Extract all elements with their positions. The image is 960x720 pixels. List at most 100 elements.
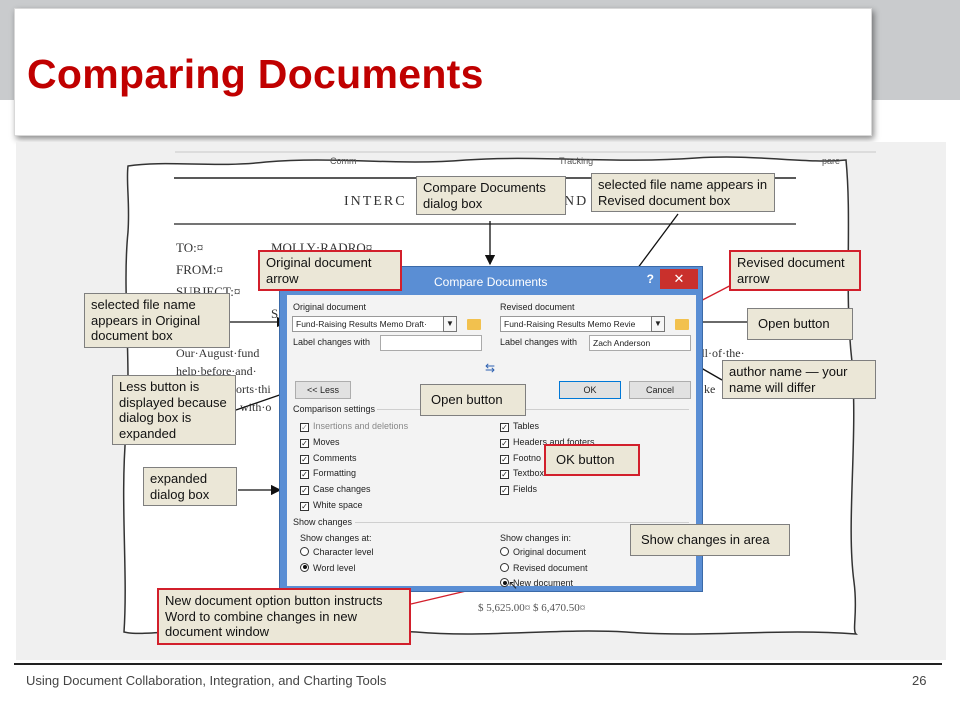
checkbox-icon[interactable]: ✓	[300, 470, 309, 480]
left-check-4[interactable]: ✓ Case changes	[300, 484, 371, 496]
compare-documents-dialog: Compare Documents ? ✕ Original document …	[279, 266, 703, 592]
left-check-0[interactable]: ✓ Insertions and deletions	[300, 421, 408, 432]
original-label-changes-field[interactable]	[380, 335, 482, 351]
doc-body-line-2: help·before·and·	[176, 364, 257, 378]
doc-body-line-3: ports·thi	[230, 382, 271, 396]
callout-compare-dialog: Compare Documents dialog box	[416, 176, 566, 216]
checkbox-icon[interactable]: ✓	[500, 454, 509, 464]
callout-original-arrow: Original document arrow	[258, 250, 402, 292]
help-icon[interactable]: ?	[646, 272, 654, 286]
right-check-3[interactable]: ✓ Textbox	[500, 468, 545, 480]
checkbox-icon[interactable]: ✓	[300, 454, 309, 464]
checkbox-icon[interactable]: ✓	[500, 470, 509, 480]
title-box: Comparing Documents	[14, 8, 872, 136]
left-check-1[interactable]: ✓ Moves	[300, 437, 340, 448]
checkbox-icon[interactable]: ✓	[500, 486, 509, 496]
checkbox-icon[interactable]: ✓	[300, 423, 309, 432]
check-label: Moves	[313, 436, 340, 447]
check-label: Footno	[513, 452, 542, 463]
callout-selected-revised: selected file name appears in Revised do…	[591, 173, 775, 213]
right-check-4[interactable]: ✓ Fields	[500, 484, 538, 496]
doc-body-line-1: Our·August·fund	[176, 346, 260, 360]
radio-icon[interactable]	[300, 562, 309, 572]
radio-icon[interactable]	[500, 562, 509, 572]
doc-to-label: TO:¤	[176, 240, 204, 255]
radio-icon[interactable]	[300, 547, 309, 556]
radio-label: Original document	[513, 547, 587, 557]
dialog-title-bar[interactable]: Compare Documents ? ✕	[280, 267, 702, 295]
slide-title: Comparing Documents	[27, 51, 484, 97]
swap-documents-icon[interactable]: ⇆	[485, 361, 496, 375]
mouse-pointer-icon: ↖	[508, 578, 519, 592]
radio-icon[interactable]	[500, 578, 509, 587]
left-check-3[interactable]: ✓ Formatting	[300, 468, 357, 480]
original-label-changes-label: Label changes with	[293, 337, 371, 347]
check-label: Tables	[513, 421, 540, 431]
checkbox-icon[interactable]: ✓	[500, 423, 509, 432]
left-check-5[interactable]: ✓ White space	[300, 500, 363, 511]
slide-right-band	[872, 8, 960, 100]
callout-author-name: author name — your name will differ	[722, 360, 876, 400]
in-option-0[interactable]: Original document	[500, 547, 586, 557]
footer-text: Using Document Collaboration, Integratio…	[26, 673, 387, 688]
revised-document-label: Revised document	[500, 302, 575, 312]
ribbon-tab-2[interactable]: Tracking	[559, 156, 594, 166]
check-label: Textbox	[513, 468, 545, 479]
show-changes-heading: Show changes	[293, 517, 353, 527]
less-button[interactable]: << Less	[295, 381, 351, 399]
slide-footer: Using Document Collaboration, Integratio…	[14, 663, 942, 688]
callout-ok-button: OK button	[544, 444, 640, 476]
right-check-0[interactable]: ✓ Tables	[500, 421, 539, 432]
left-check-2[interactable]: ✓Comments	[300, 453, 357, 464]
doc-cc-fragment: S	[271, 306, 279, 321]
check-label: Insertions and deletions	[313, 421, 409, 431]
at-option-0[interactable]: Character level	[300, 547, 374, 557]
callout-new-document-option: New document option button instructs Wor…	[157, 588, 411, 645]
check-label: Headers and footers	[513, 436, 595, 447]
ok-button[interactable]: OK	[559, 381, 621, 399]
radio-label: Word level	[313, 562, 356, 573]
doc-body-line-4: with·o	[240, 400, 272, 414]
check-label: Formatting	[313, 468, 357, 479]
original-document-label: Original document	[293, 302, 367, 312]
checkbox-icon[interactable]: ✓	[300, 502, 309, 511]
show-changes-divider	[355, 522, 689, 523]
check-label: Fields	[513, 484, 538, 495]
revised-document-arrow[interactable]: ▼	[651, 316, 665, 332]
author-name-field[interactable]: Zach Anderson	[589, 335, 691, 351]
original-open-folder-icon[interactable]	[467, 319, 481, 330]
at-option-1[interactable]: Word level	[300, 562, 356, 573]
ribbon-tab-1[interactable]: Comm	[330, 156, 357, 166]
original-document-arrow[interactable]: ▼	[443, 316, 457, 332]
in-option-2[interactable]: New document	[500, 578, 573, 588]
checkbox-icon[interactable]: ✓	[300, 486, 309, 496]
checkbox-icon[interactable]: ✓	[300, 438, 309, 448]
check-label: White space	[313, 500, 363, 510]
page-number: 26	[912, 673, 927, 688]
original-document-combo[interactable]: Fund-Raising Results Memo Draft·	[292, 316, 450, 332]
callout-less-button: Less button is displayed because dialog …	[112, 375, 236, 446]
radio-label: New document	[513, 578, 574, 588]
comparison-settings-heading: Comparison settings	[293, 404, 376, 414]
in-option-1[interactable]: Revised document	[500, 562, 588, 573]
dialog-body: Original document Fund-Raising Results M…	[287, 295, 696, 592]
check-label: Case changes	[313, 484, 371, 495]
callout-open-button-mid: Open button	[420, 384, 526, 416]
ribbon-tab-3[interactable]: pare	[822, 156, 841, 166]
cancel-button[interactable]: Cancel	[629, 381, 691, 399]
callout-open-button-right: Open button	[747, 308, 853, 340]
radio-label: Revised document	[513, 562, 588, 573]
callout-revised-arrow: Revised document arrow	[729, 250, 861, 292]
revised-label-changes-label: Label changes with	[500, 337, 578, 347]
radio-icon[interactable]	[500, 547, 509, 556]
callout-selected-original: selected file name appears in Original d…	[84, 293, 230, 348]
comparison-settings-divider	[377, 409, 689, 410]
right-check-2[interactable]: ✓ Footno	[500, 453, 541, 464]
checkbox-icon[interactable]: ✓	[500, 438, 509, 448]
doc-from-label: FROM:¤	[176, 262, 223, 277]
right-check-1[interactable]: ✓ Headers and footers	[500, 437, 595, 448]
revised-open-folder-icon[interactable]	[675, 319, 689, 330]
callout-expanded-dialog: expanded dialog box	[143, 467, 237, 507]
revised-document-combo[interactable]: Fund-Raising Results Memo Revie	[500, 316, 658, 332]
close-icon[interactable]: ✕	[660, 269, 698, 289]
